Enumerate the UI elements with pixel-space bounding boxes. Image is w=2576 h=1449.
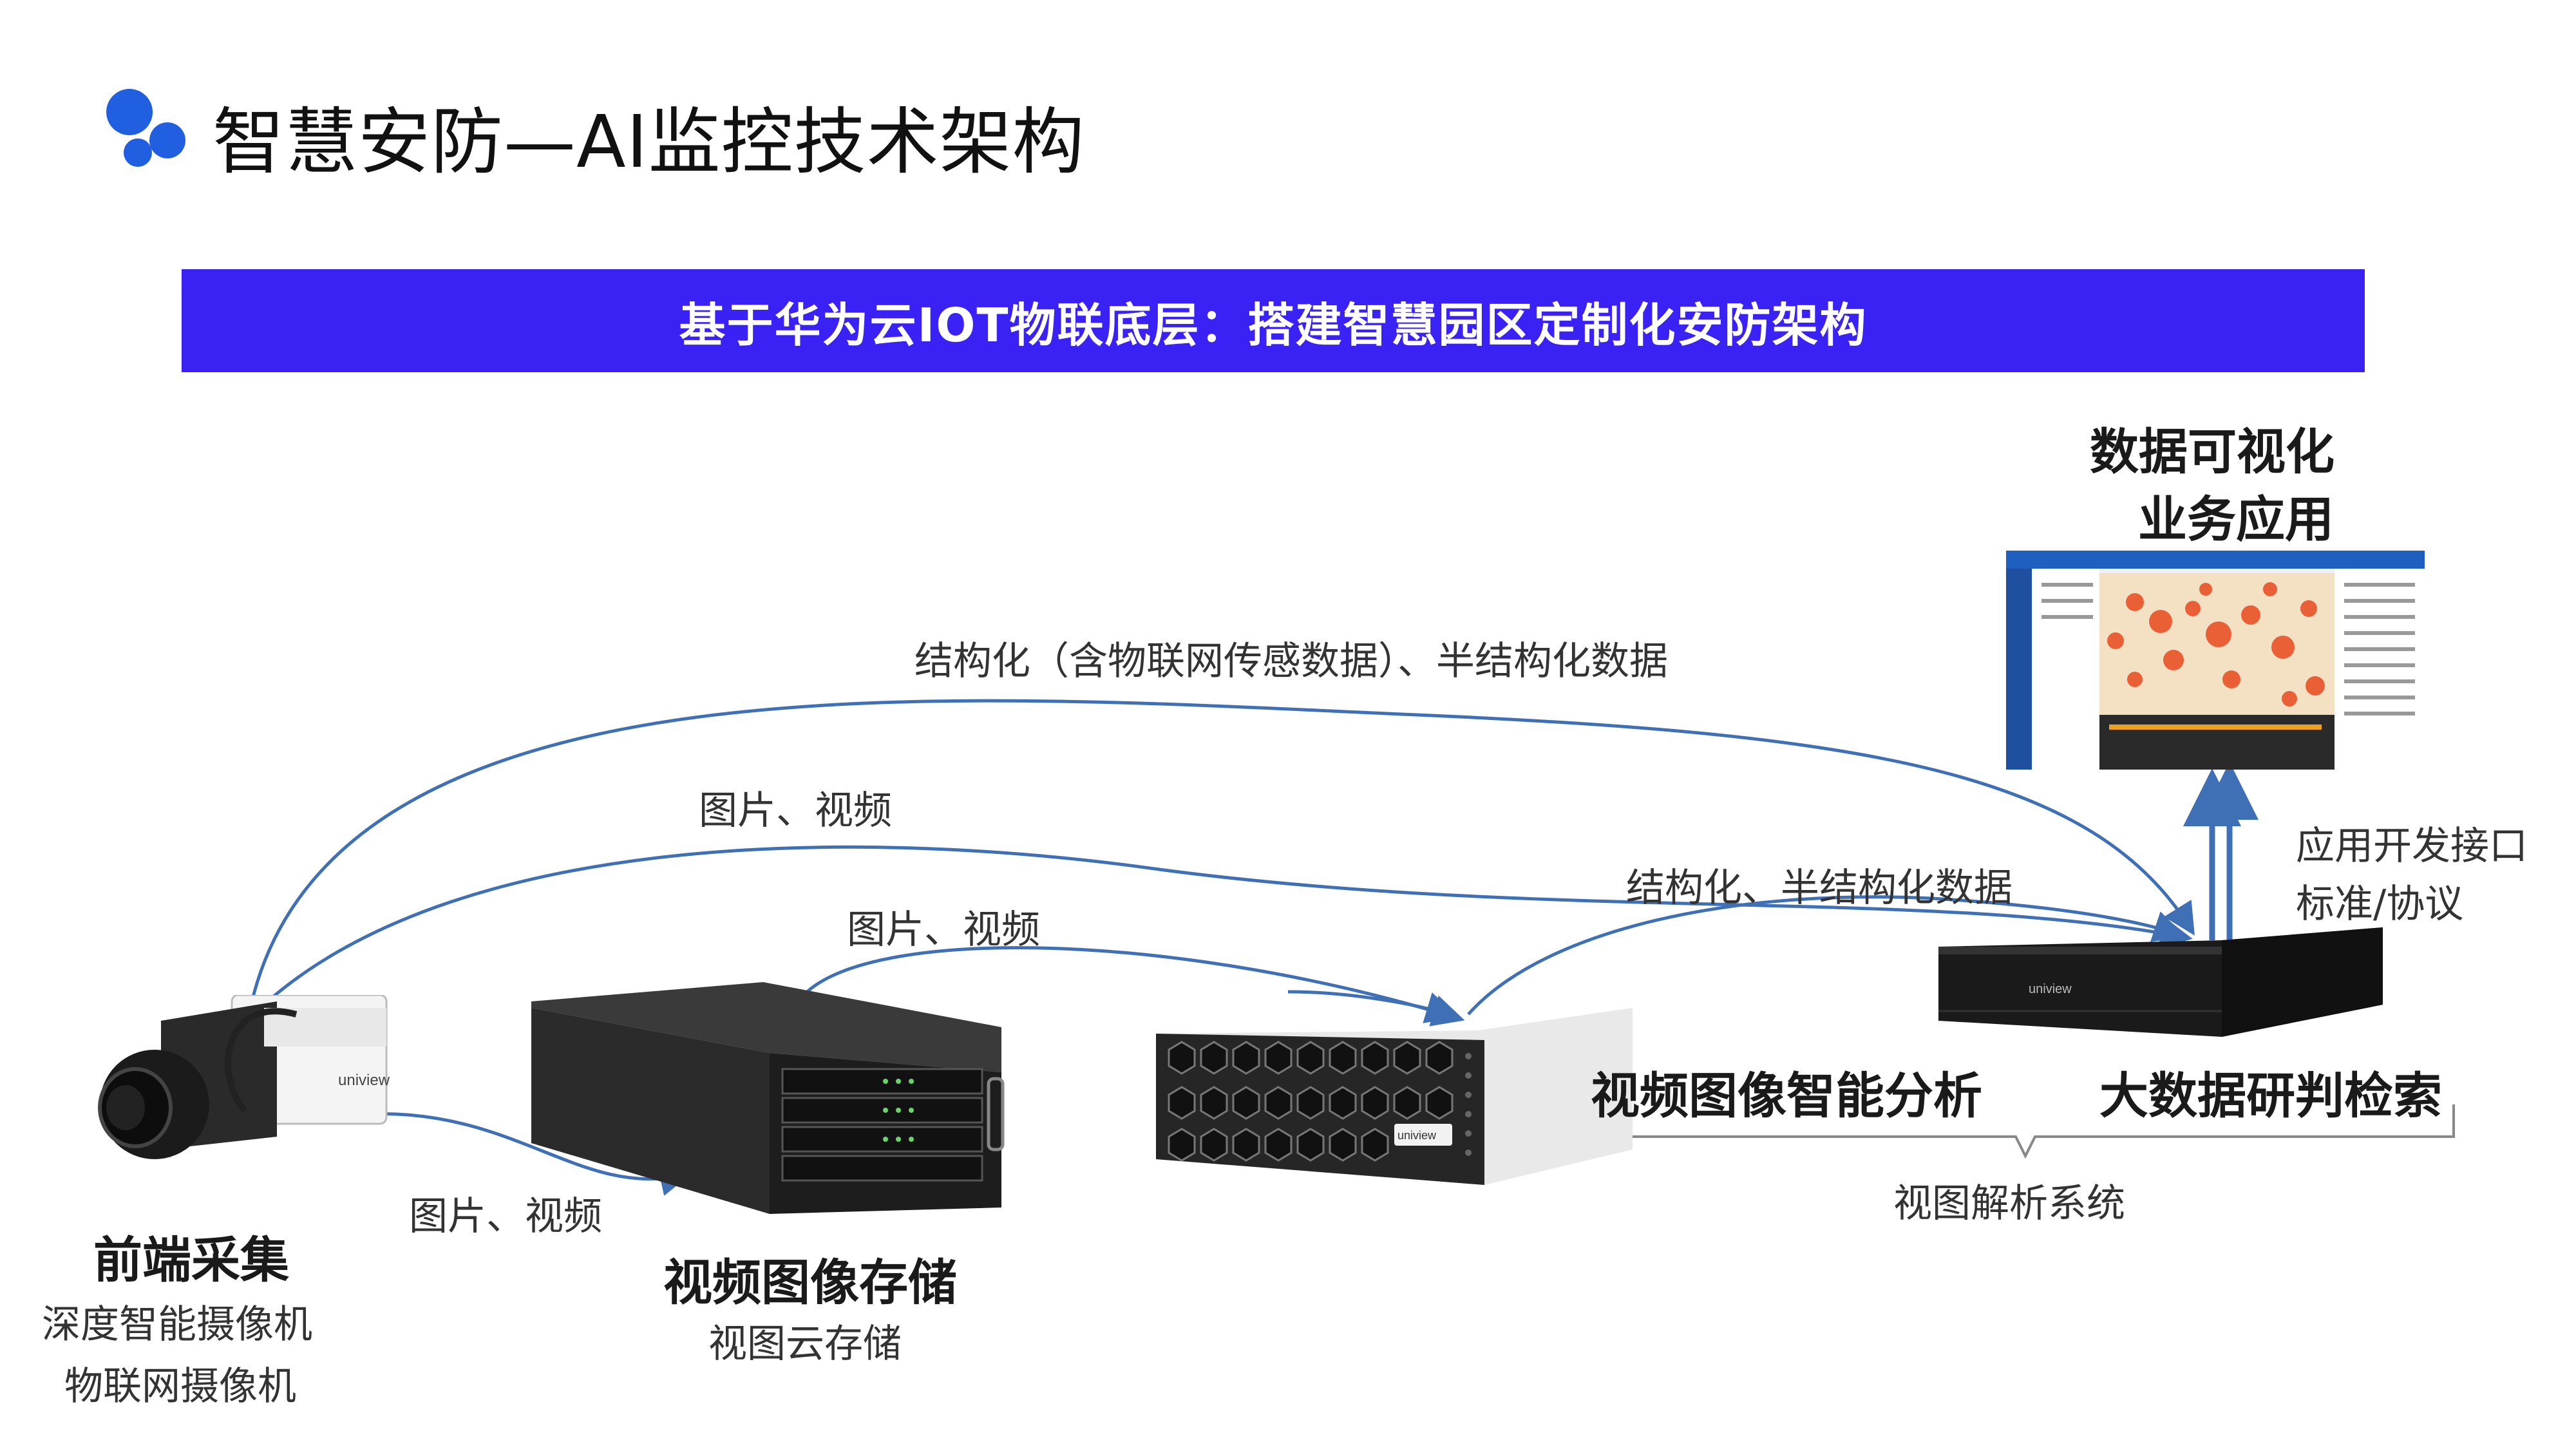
bigdata-title: 大数据研判检索 <box>2099 1067 2442 1124</box>
front-title: 前端采集 <box>93 1231 289 1289</box>
flow-stor-analysis-arrow <box>1287 990 1459 1023</box>
storage-server <box>531 982 1005 1214</box>
bigdata-server: uniview <box>1938 927 2383 1037</box>
flow-right-arrow <box>1467 895 2186 1016</box>
flow-low-arrow <box>366 1112 692 1196</box>
flow-inner-label: 图片、视频 <box>847 907 1040 952</box>
flow-low-label: 图片、视频 <box>409 1194 602 1239</box>
bigdata-brand-label: uniview <box>2029 982 2072 996</box>
flow-mid-arrow <box>263 845 2193 1006</box>
front-line2: 物联网摄像机 <box>64 1364 296 1409</box>
page-title: 智慧安防—AI监控技术架构 <box>213 100 1085 184</box>
flow-top-arrow <box>249 699 2195 1005</box>
flow-top-label: 结构化（含物联网传感数据）、半结构化数据 <box>914 639 1668 684</box>
logo-dot-large <box>106 89 153 135</box>
analysis-brand-label: uniview <box>1397 1129 1437 1142</box>
storage-title: 视频图像存储 <box>663 1254 957 1311</box>
viz-title-line2: 业务应用 <box>2138 491 2334 548</box>
viz-title-line1: 数据可视化 <box>2090 423 2334 480</box>
analysis-title: 视频图像智能分析 <box>1591 1067 1982 1124</box>
flow-right-label: 结构化、半结构化数据 <box>1626 866 2012 911</box>
flow-inner-arrow <box>797 946 1465 1027</box>
dashboard-screenshot <box>2006 551 2425 770</box>
architecture-banner: 基于华为云IOT物联底层：搭建智慧园区定制化安防架构 <box>182 269 2365 372</box>
flow-mid-label: 图片、视频 <box>699 788 892 833</box>
logo-dot-medium <box>149 122 185 158</box>
smart-camera: uniview <box>98 995 390 1159</box>
logo-dot-small <box>124 138 152 167</box>
api-line1: 应用开发接口 <box>2296 824 2528 869</box>
system-label: 视图解析系统 <box>1893 1181 2125 1226</box>
analysis-server: uniview <box>1156 1008 1633 1185</box>
storage-sub: 视图云存储 <box>708 1321 902 1367</box>
api-line2: 标准/协议 <box>2296 882 2464 927</box>
camera-brand-label: uniview <box>338 1072 390 1089</box>
front-line1: 深度智能摄像机 <box>42 1302 312 1347</box>
